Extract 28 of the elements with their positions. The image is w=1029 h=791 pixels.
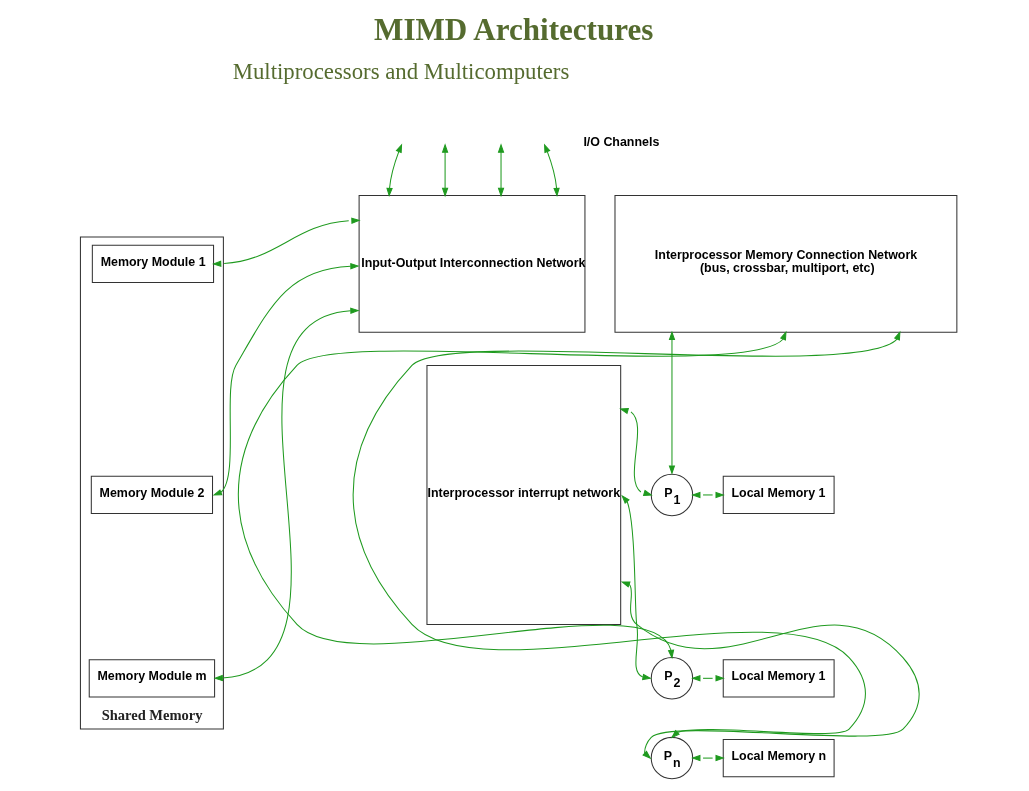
arrow (691, 491, 725, 499)
node-box: Interprocessor Memory Connection Network (bus, crossbar, multiport, etc) (614, 195, 958, 333)
arrow (352, 330, 901, 739)
arrow (621, 494, 652, 681)
arrow (668, 330, 676, 475)
arrow (211, 217, 361, 267)
arrow (691, 754, 725, 762)
node-box: Input-Output Interconnection Network (358, 195, 586, 333)
arrow (691, 675, 725, 682)
arrow (213, 307, 360, 682)
node-box: Interprocessor interrupt network (426, 364, 622, 625)
arrow (212, 262, 360, 496)
node-box: Local Memory 1 (722, 659, 835, 698)
arrow (620, 581, 920, 760)
node-box: Local Memory 1 (722, 475, 835, 515)
arrow (497, 143, 505, 198)
arrow (619, 407, 653, 496)
label: I/O Channels (583, 134, 660, 149)
arrow (237, 330, 787, 660)
node-box: Local Memory n (722, 738, 835, 778)
node-box: Memory Module m (88, 659, 216, 698)
arrow (543, 143, 560, 198)
node-box: Memory Module 1 (91, 244, 215, 284)
arrow (386, 143, 403, 198)
label: Multiprocessors and Multicomputers (232, 59, 570, 85)
arrow (441, 143, 449, 198)
diagram-title: MIMD Architectures (374, 12, 654, 48)
node-box: Memory Module 2 (90, 475, 214, 515)
